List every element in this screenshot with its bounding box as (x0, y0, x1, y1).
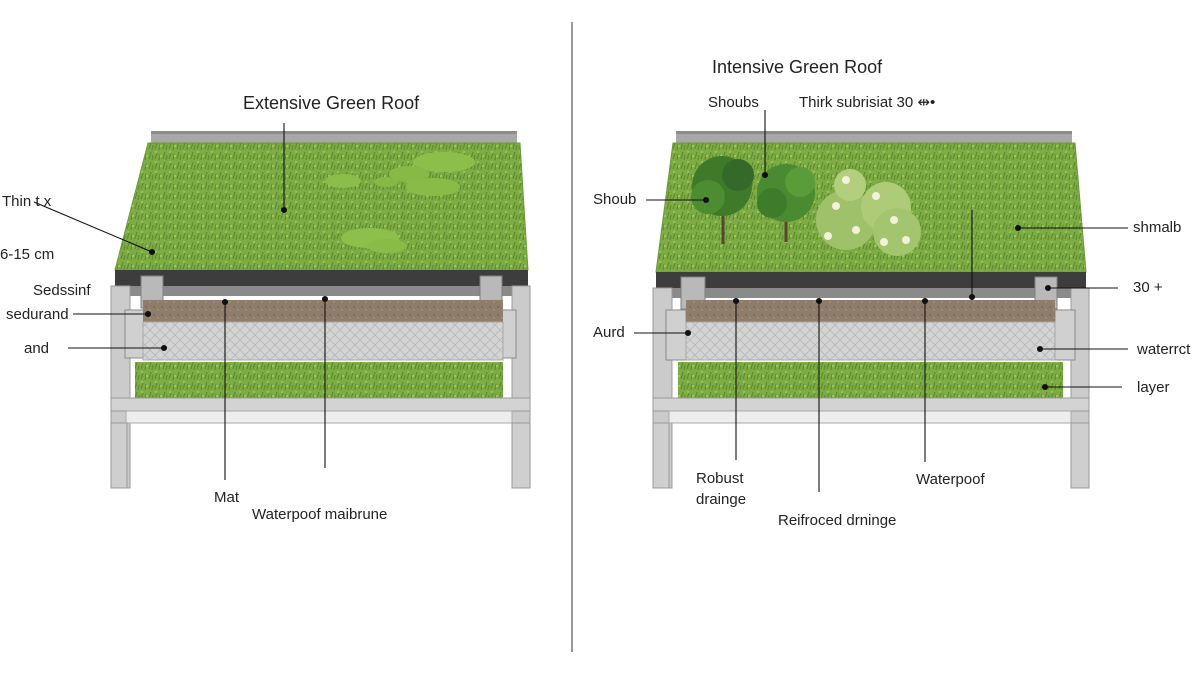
extensive-vegetation-mat (135, 362, 503, 398)
label-seduran: sedurand (6, 306, 69, 324)
shrub-trees (691, 156, 815, 244)
label-thirty-plus: 30 + (1133, 279, 1163, 296)
intensive-leader-lines (634, 110, 1128, 492)
label-seduran-suffix: d (60, 306, 69, 323)
label-thin-text: Thin t (2, 193, 40, 210)
label-shmalb: shmalb (1133, 219, 1182, 236)
label-shoub: Shoub (593, 191, 637, 208)
extensive-substrate (143, 300, 503, 322)
intensive-membrane (656, 272, 1086, 288)
label-seduran-text: seduran (6, 306, 61, 323)
label-thin: Thin t x (2, 193, 51, 211)
label-layer: layer (1137, 379, 1170, 396)
label-robust: Robust (696, 470, 744, 487)
label-sedsinf: Sedssinf (33, 282, 91, 299)
intensive-title: Intensive Green Roof (712, 57, 883, 77)
label-shoubs: Shoubs (708, 94, 759, 111)
extensive-membrane (115, 270, 528, 286)
label-waterproof-membrane: Waterpoof maibrune (252, 506, 388, 523)
label-depth: 6-15 cm (0, 246, 55, 263)
extensive-title: Extensive Green Roof (243, 93, 420, 113)
extensive-leader-lines (33, 123, 329, 480)
intensive-roof-section (652, 131, 1090, 489)
label-and: and (24, 340, 50, 357)
label-reinforced-drainage: Reifroced drninge (778, 512, 897, 529)
intensive-drainage-mesh (685, 321, 1056, 361)
extensive-roof-section (110, 131, 531, 489)
extensive-drainage-mesh (142, 321, 504, 361)
label-thin-x: x (43, 193, 52, 210)
label-thick-substrate: Thirk subrisiat 30 ⇹• (799, 94, 936, 111)
label-waterrct: waterrct (1137, 341, 1191, 358)
label-drainge: drainge (696, 491, 747, 508)
moss-mounds (325, 152, 475, 253)
intensive-vegetation-mat (678, 362, 1063, 398)
label-waterpoof: Waterpoof (916, 471, 985, 488)
intensive-substrate (686, 300, 1055, 322)
label-aurd: Aurd (593, 324, 625, 341)
flowering-shrubs (816, 169, 921, 256)
label-mat: Mat (214, 489, 240, 506)
